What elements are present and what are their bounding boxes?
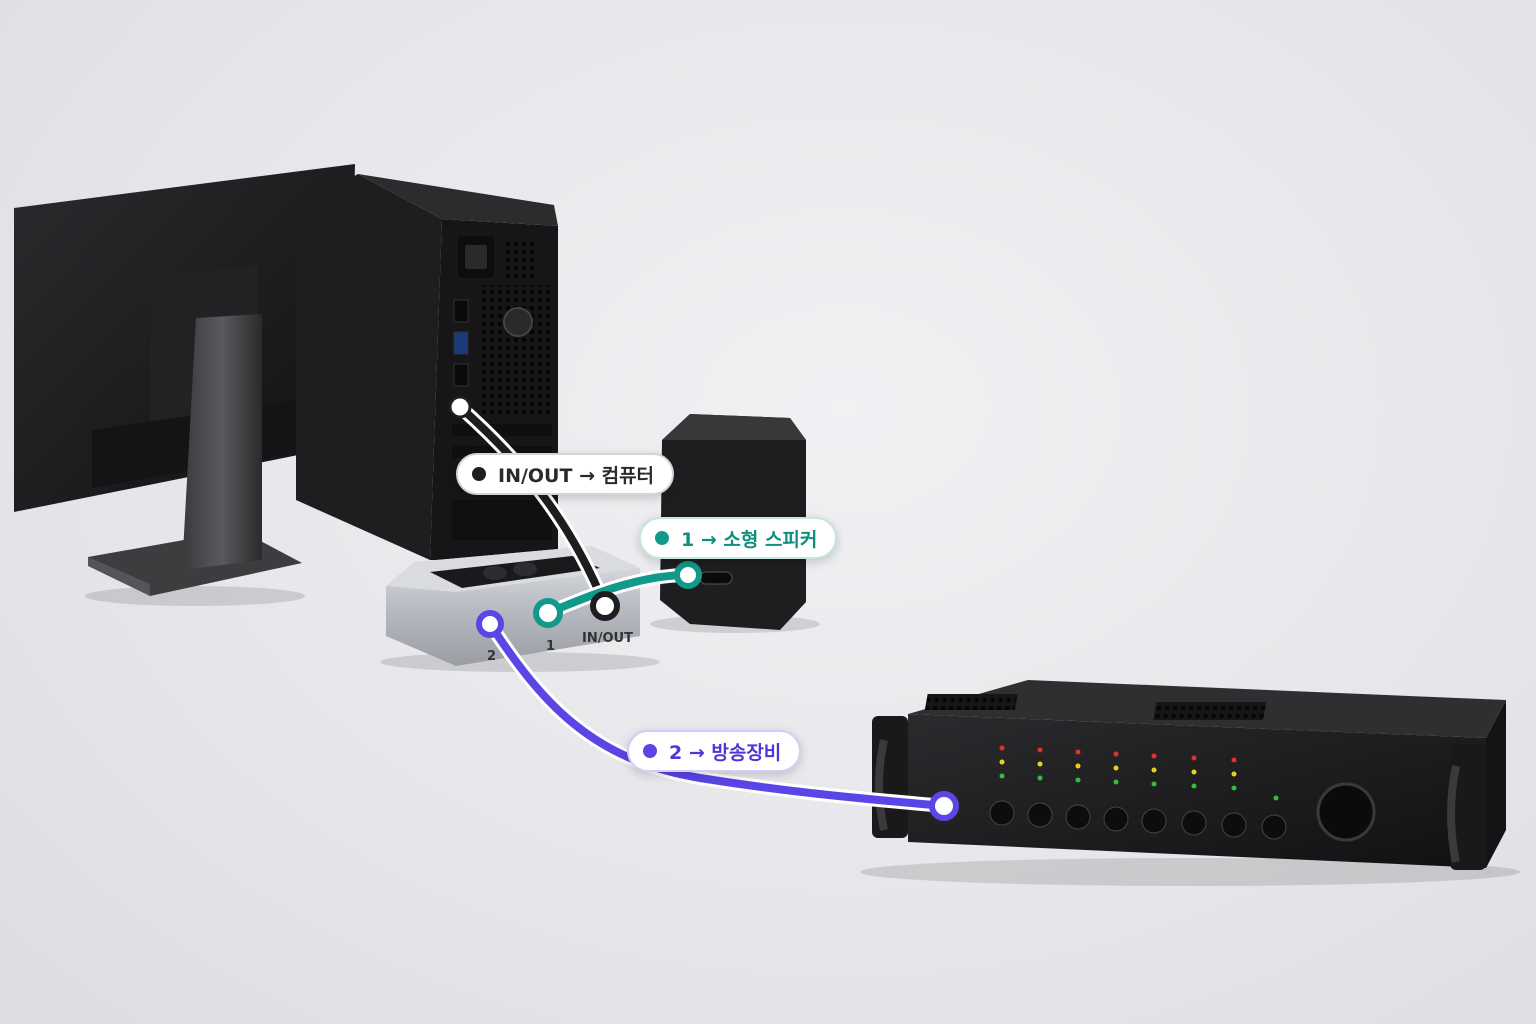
- label-port1-speaker: 1 → 소형 스피커: [639, 517, 837, 559]
- label-port2-broadcast: 2 → 방송장비: [627, 730, 801, 772]
- port-label-1: 1: [546, 639, 555, 654]
- pc-tower-icon: [296, 174, 558, 560]
- label-broadcast-text: 2 → 방송장비: [669, 738, 781, 765]
- label-inout-computer: IN/OUT → 컴퓨터: [456, 453, 674, 495]
- port-label-inout: IN/OUT: [582, 631, 633, 646]
- label-inout-text: IN/OUT → 컴퓨터: [498, 461, 654, 488]
- black-dot-icon: [472, 467, 486, 481]
- label-speaker-text: 1 → 소형 스피커: [681, 525, 817, 552]
- purple-dot-icon: [643, 744, 657, 758]
- port-label-2: 2: [487, 649, 496, 664]
- teal-dot-icon: [655, 531, 669, 545]
- mixer-amplifier-icon: [860, 680, 1520, 886]
